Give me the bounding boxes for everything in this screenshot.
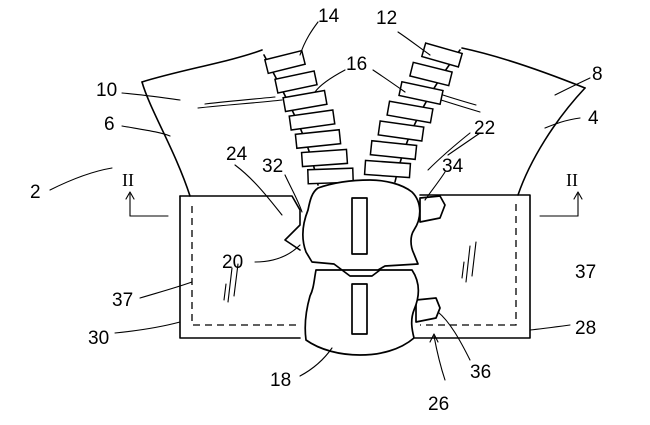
right-box-member	[414, 194, 531, 339]
slider-lower-body	[304, 269, 420, 356]
slider-slot-upper	[351, 197, 368, 255]
section-mark-left: II	[122, 170, 134, 190]
label-22: 22	[474, 118, 495, 139]
label-20: 20	[222, 252, 243, 273]
tooth	[294, 128, 342, 150]
tooth	[300, 148, 349, 168]
label-32: 32	[262, 156, 283, 177]
tooth	[369, 139, 418, 161]
label-30: 30	[88, 328, 109, 349]
section-line-left: II	[122, 170, 169, 217]
left-teeth-row	[263, 49, 355, 186]
label-37-right: 37	[575, 262, 596, 283]
label-26: 26	[428, 394, 449, 415]
section-line-right: II	[539, 170, 583, 217]
reference-labels: 14 12 16 10 8 6 4 22 2 24 32 34 20 37 37…	[30, 6, 603, 415]
label-4: 4	[588, 108, 599, 129]
label-14: 14	[318, 6, 340, 27]
label-2: 2	[30, 182, 41, 203]
section-mark-right: II	[566, 170, 578, 190]
tooth	[420, 42, 464, 68]
label-10: 10	[96, 80, 117, 101]
tooth	[274, 70, 318, 94]
left-box-member	[179, 195, 301, 339]
label-6: 6	[104, 114, 115, 135]
label-12: 12	[376, 8, 397, 29]
tooth	[363, 159, 412, 179]
label-24: 24	[226, 144, 248, 165]
tooth	[306, 167, 355, 185]
tooth	[408, 61, 454, 87]
leader-lines	[49, 21, 591, 381]
label-16: 16	[346, 54, 367, 75]
slider-upper-body	[302, 179, 421, 271]
tooth	[377, 120, 425, 142]
left-tape	[141, 49, 283, 197]
label-18: 18	[270, 370, 291, 391]
label-8: 8	[592, 64, 603, 85]
tooth	[282, 89, 328, 113]
label-36: 36	[470, 362, 491, 383]
label-34: 34	[442, 156, 464, 177]
slider-slot-lower	[351, 283, 368, 335]
label-28: 28	[575, 318, 596, 339]
right-teeth-row	[363, 42, 464, 183]
label-37-left: 37	[112, 290, 133, 311]
tooth	[263, 49, 307, 75]
tooth	[288, 109, 336, 131]
tooth	[386, 100, 434, 124]
